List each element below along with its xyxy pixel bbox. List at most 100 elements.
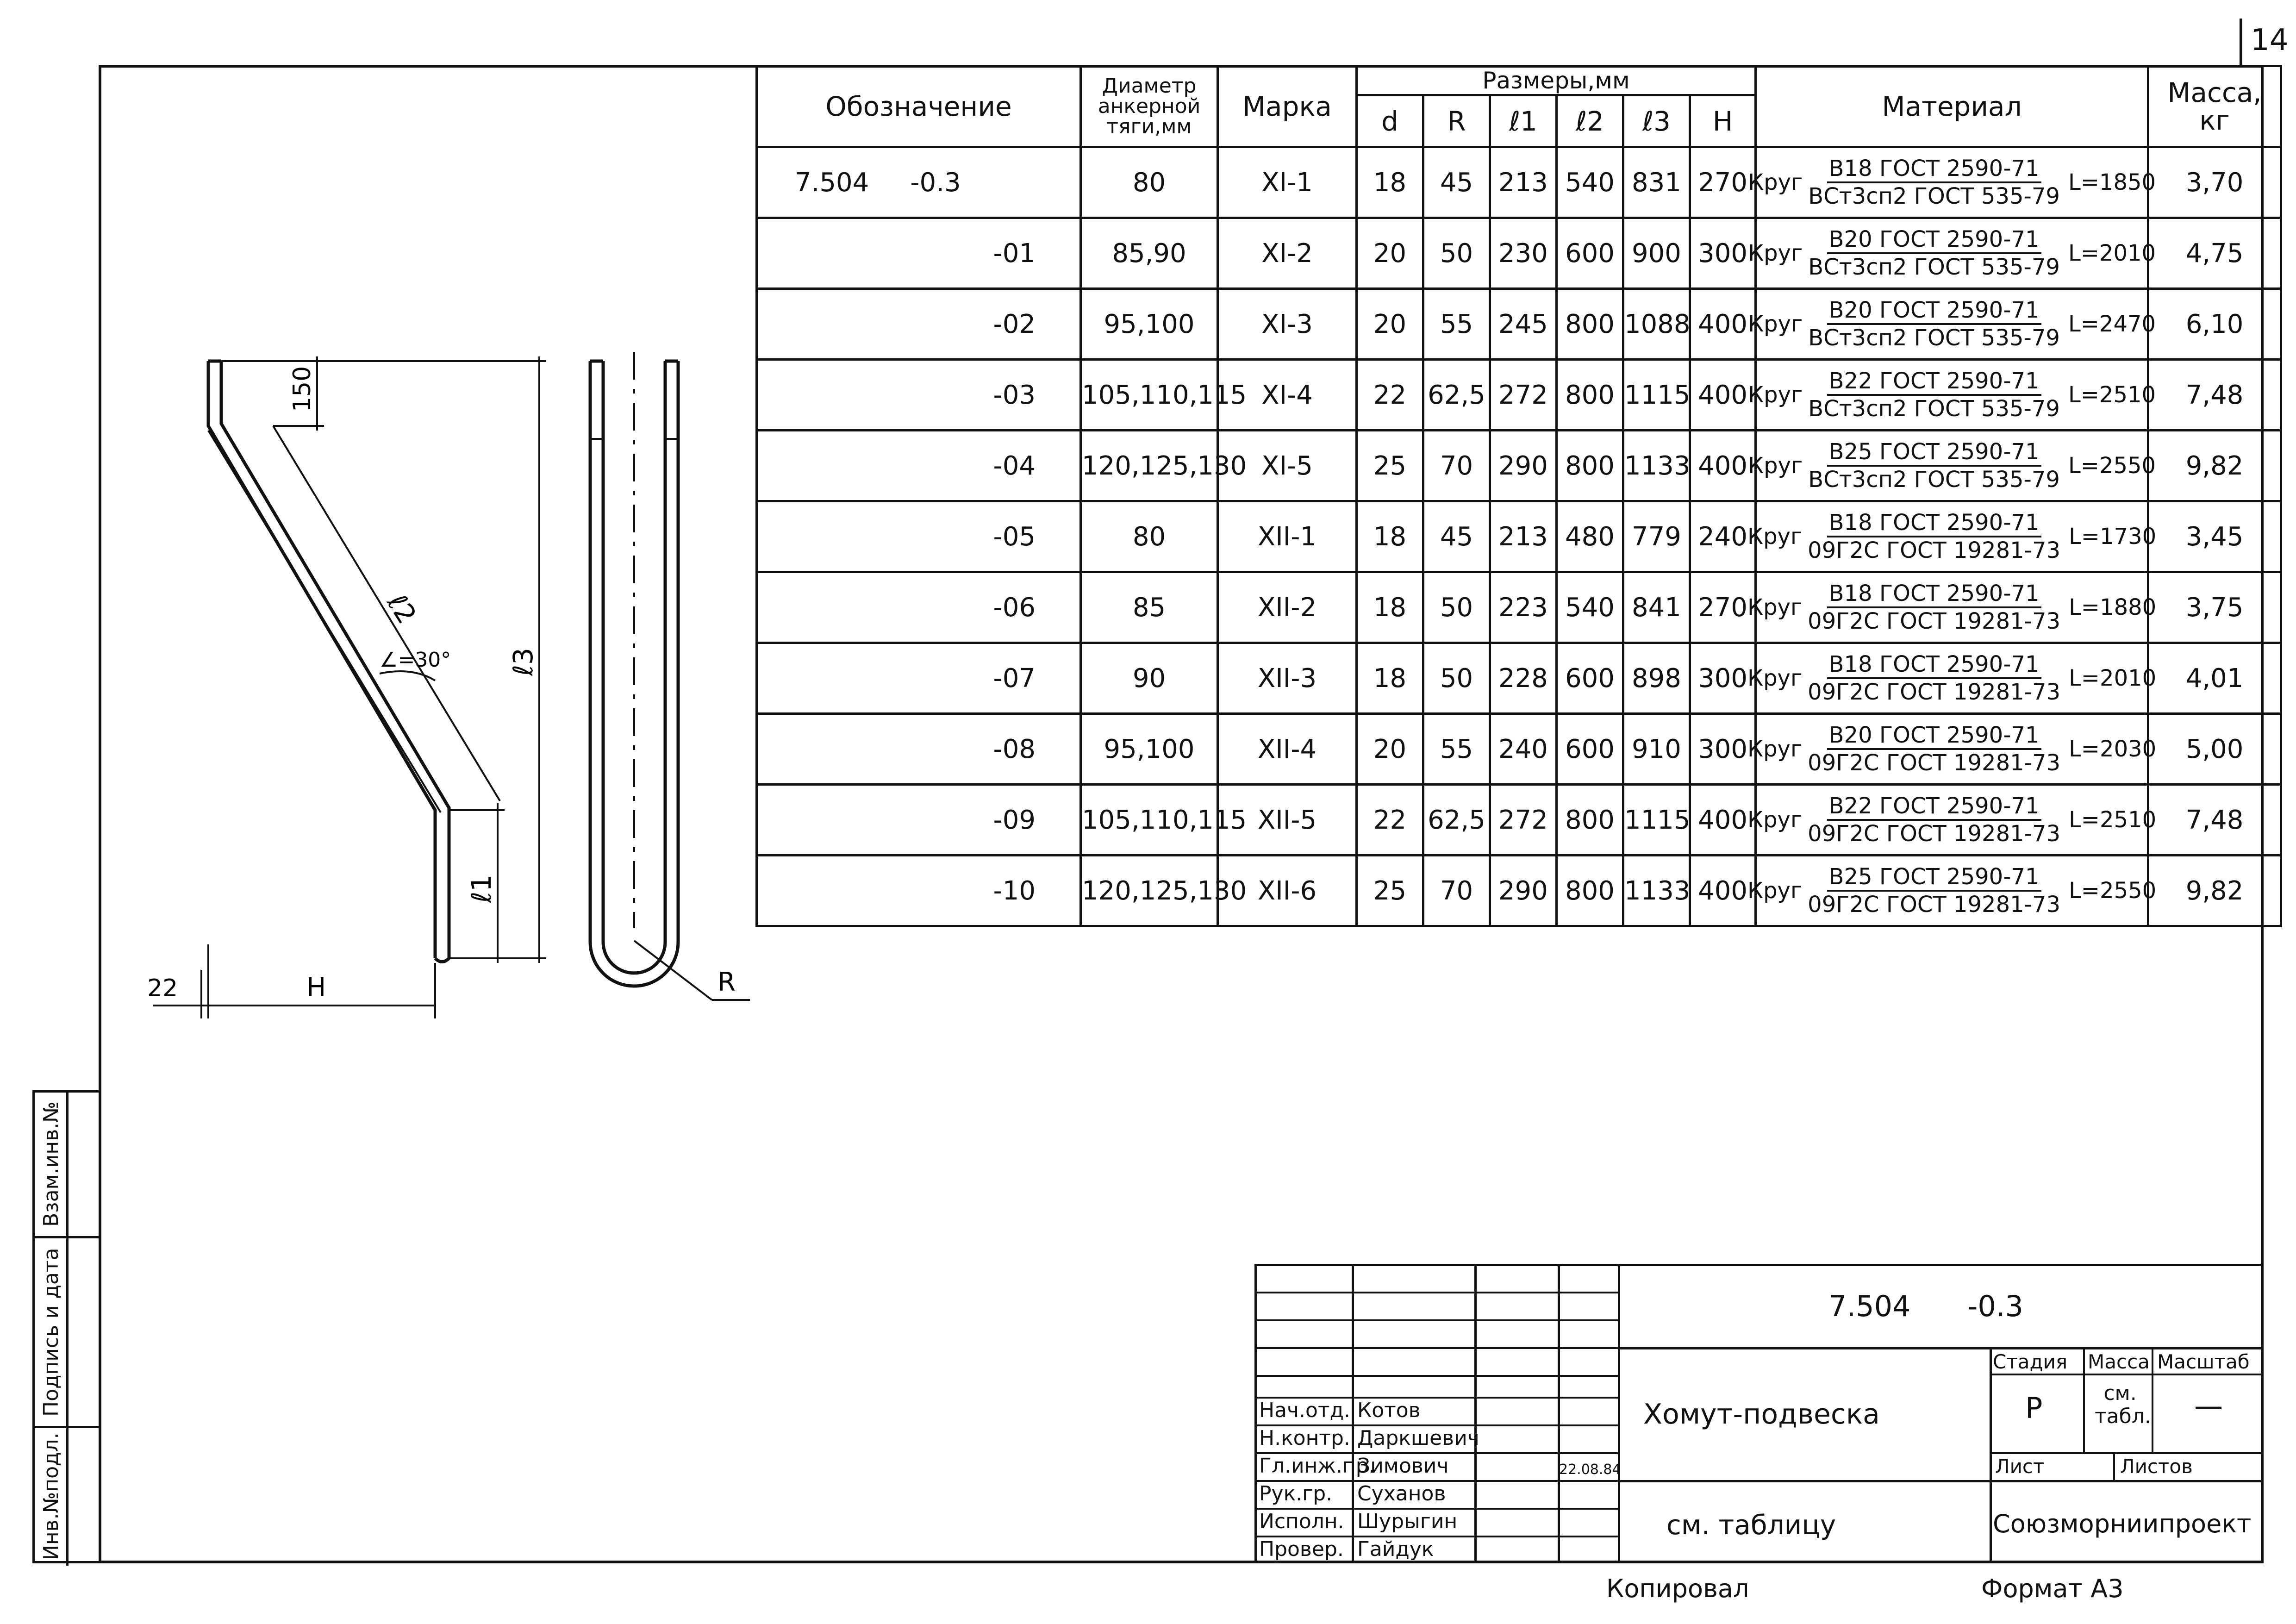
material-length: L=1880 — [2069, 594, 2157, 620]
cell-mark: XI-4 — [1217, 358, 1358, 431]
cell-l1: 213 — [1489, 146, 1558, 219]
doc-number: 7.504 — [1828, 1289, 1911, 1323]
signature-row: Нач.отд.Котов — [1254, 1397, 1620, 1424]
cell-mark: XI-2 — [1217, 217, 1358, 290]
cell-l2: 800 — [1555, 287, 1624, 361]
cell-H: 300 — [1688, 642, 1757, 715]
material-profile: B25 ГОСТ 2590-71 — [1827, 864, 2041, 892]
col-l3: ℓ3 — [1622, 94, 1691, 148]
cell-mark: XII-4 — [1217, 712, 1358, 786]
cell-d: 20 — [1355, 287, 1424, 361]
material-prefix: Круг — [1748, 169, 1803, 195]
material-profile: B25 ГОСТ 2590-71 — [1827, 439, 2041, 467]
sheets-label: Листов — [2120, 1455, 2193, 1478]
col-H: H — [1688, 94, 1757, 148]
angle-label: ∠=30° — [380, 648, 451, 672]
dim-H-label: H — [306, 973, 326, 1003]
cell-l1: 228 — [1489, 642, 1558, 715]
sheet-label: Лист — [1995, 1455, 2045, 1478]
cell-d: 22 — [1355, 358, 1424, 431]
cell-R: 62,5 — [1422, 783, 1491, 856]
sheet-number: 14 — [2251, 23, 2289, 57]
signature-row: Н.контр.Даркшевич — [1254, 1424, 1620, 1452]
signature-role: Исполн. — [1259, 1510, 1344, 1533]
cell-d: 20 — [1355, 217, 1424, 290]
material-prefix: Круг — [1748, 453, 1803, 479]
cell-l1: 290 — [1489, 854, 1558, 927]
cell-designation: -09 — [755, 783, 1082, 856]
cell-designation: 7.504 -0.3 — [755, 146, 1082, 219]
cell-l2: 600 — [1555, 712, 1624, 786]
cell-l3: 779 — [1622, 500, 1691, 573]
drawing-title: Хомут-подвеска — [1643, 1398, 1880, 1430]
cell-l1: 245 — [1489, 287, 1558, 361]
cell-R: 55 — [1422, 287, 1491, 361]
material-steel: ВСт3сп2 ГОСТ 535-79 — [1808, 467, 2060, 493]
dim-l3-label: ℓ3 — [507, 648, 539, 676]
material-profile: B18 ГОСТ 2590-71 — [1827, 510, 2041, 537]
sheet-number-box: 14 — [2240, 19, 2293, 65]
cell-mass: 6,10 — [2147, 287, 2283, 361]
cell-d: 20 — [1355, 712, 1424, 786]
cell-designation: -03 — [755, 358, 1082, 431]
cell-R: 70 — [1422, 429, 1491, 502]
cell-l3: 898 — [1622, 642, 1691, 715]
cell-mass: 5,00 — [2147, 712, 2283, 786]
dim-22-label: 22 — [147, 974, 178, 1002]
material-length: L=1730 — [2069, 524, 2157, 550]
cell-mass: 4,75 — [2147, 217, 2283, 290]
cell-diameter: 85 — [1079, 571, 1219, 644]
cell-designation: -06 — [755, 571, 1082, 644]
cell-d: 18 — [1355, 642, 1424, 715]
stage-label: Стадия — [1993, 1350, 2068, 1373]
cell-H: 400 — [1688, 854, 1757, 927]
cell-mass: 7,48 — [2147, 783, 2283, 856]
cell-l2: 540 — [1555, 571, 1624, 644]
col-d: d — [1355, 94, 1424, 148]
cell-mark: XI-5 — [1217, 429, 1358, 502]
cell-designation: -01 — [755, 217, 1082, 290]
organization-name: Союзморниипроект — [1993, 1509, 2252, 1538]
material-length: L=2510 — [2068, 382, 2156, 408]
cell-designation: -10 — [755, 854, 1082, 927]
material-steel: 09Г2С ГОСТ 19281-73 — [1808, 750, 2061, 776]
material-profile: B18 ГОСТ 2590-71 — [1827, 651, 2041, 679]
cell-l2: 800 — [1555, 358, 1624, 431]
material-steel: 09Г2С ГОСТ 19281-73 — [1808, 821, 2061, 847]
material-profile: B22 ГОСТ 2590-71 — [1827, 368, 2041, 396]
material-profile: B20 ГОСТ 2590-71 — [1827, 722, 2041, 750]
signature-name: Зимович — [1357, 1454, 1449, 1478]
dim-l1-label: ℓ1 — [466, 874, 497, 903]
cell-diameter: 105,110,115 — [1079, 358, 1247, 431]
col-R: R — [1422, 94, 1491, 148]
material-steel: ВСт3сп2 ГОСТ 535-79 — [1808, 325, 2060, 351]
cell-d: 18 — [1355, 146, 1424, 219]
cell-mass: 3,75 — [2147, 571, 2283, 644]
col-l2: ℓ2 — [1555, 94, 1624, 148]
material-steel: ВСт3сп2 ГОСТ 535-79 — [1808, 396, 2060, 422]
cell-designation: -07 — [755, 642, 1082, 715]
cell-R: 50 — [1422, 217, 1491, 290]
cell-diameter: 80 — [1079, 146, 1219, 219]
cell-d: 22 — [1355, 783, 1424, 856]
cell-d: 18 — [1355, 571, 1424, 644]
cell-designation: -02 — [755, 287, 1082, 361]
material-profile: B22 ГОСТ 2590-71 — [1827, 793, 2041, 821]
cell-l1: 240 — [1489, 712, 1558, 786]
material-length: L=1850 — [2068, 169, 2156, 195]
cell-l3: 1133 — [1622, 854, 1691, 927]
cell-R: 50 — [1422, 642, 1491, 715]
